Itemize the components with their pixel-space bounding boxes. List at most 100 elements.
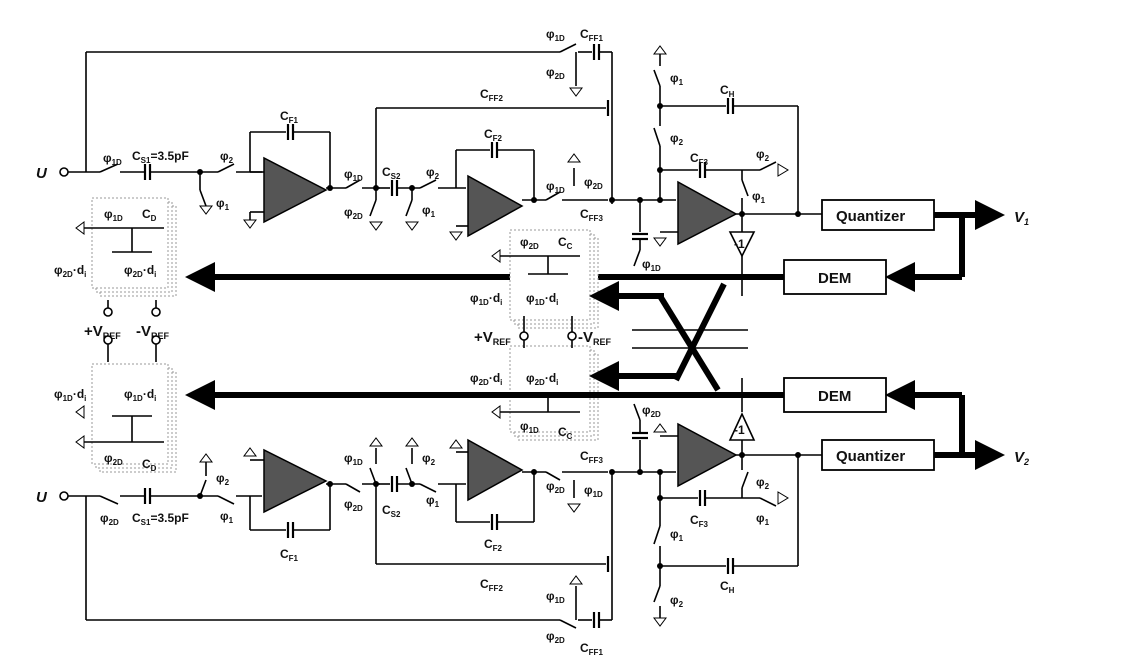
input-label-bottom: U <box>36 489 48 506</box>
cross-coupling <box>589 281 748 392</box>
cff3-label-top: CFF3 <box>580 207 603 223</box>
cd-label-bottom: CD <box>142 457 157 473</box>
dem-top <box>783 259 887 295</box>
ch-label-top: CH <box>720 83 735 99</box>
quantizer-bottom-label: Quantizer <box>836 448 905 465</box>
cff3-label-bottom: CFF3 <box>580 449 603 465</box>
svg-text:φ2: φ2 <box>756 475 770 491</box>
svg-text:φ1D·di: φ1D·di <box>54 387 86 403</box>
dac-left-bottom: φ1D·di φ1D·di φ2D CD <box>54 335 177 473</box>
quantizer-top-label: Quantizer <box>836 208 905 225</box>
cs2-label-bottom: CS2 <box>382 503 401 519</box>
svg-text:φ1: φ1 <box>670 71 684 87</box>
quantizer-bottom <box>821 439 935 471</box>
cs1-label-top: CS1=3.5pF <box>132 149 189 165</box>
svg-text:φ1D: φ1D <box>520 419 539 435</box>
cs1-label-bottom: CS1=3.5pF <box>132 511 189 527</box>
svg-text:φ2D: φ2D <box>546 629 565 645</box>
svg-text:φ1D: φ1D <box>546 179 565 195</box>
svg-text:φ2: φ2 <box>670 131 684 147</box>
svg-text:φ1: φ1 <box>670 527 684 543</box>
integrator-3-top <box>677 180 738 246</box>
input-terminal-top <box>59 167 69 177</box>
svg-text:-1: -1 <box>734 237 745 251</box>
svg-text:φ2: φ2 <box>756 147 770 163</box>
svg-text:φ1D·di: φ1D·di <box>470 291 502 307</box>
svg-text:φ1D·di: φ1D·di <box>124 387 156 403</box>
cf2-label-bottom: CF2 <box>484 537 503 553</box>
svg-text:φ1D: φ1D <box>104 207 123 223</box>
cc-label-top: CC <box>558 235 573 251</box>
svg-text:φ1D: φ1D <box>103 151 122 167</box>
cf3-label-top: CF3 <box>690 151 709 167</box>
svg-text:φ1: φ1 <box>422 203 436 219</box>
output-label-top: V1 <box>1014 209 1029 227</box>
svg-text:-1: -1 <box>734 423 745 437</box>
dac-center-bottom: φ2D·di φ2D·di φ1D CC <box>470 340 599 441</box>
svg-text:φ2D: φ2D <box>100 511 119 527</box>
integrator-2-bottom <box>467 438 524 502</box>
bottom-path: DEM Quantizer V2 -1 U φ2D CS1=3.5pF φ2 <box>36 256 1029 657</box>
svg-text:φ2D: φ2D <box>520 235 539 251</box>
cf3-label-bottom: CF3 <box>690 513 709 529</box>
cc-label-bottom: CC <box>558 425 573 441</box>
vref-neg-center: -VREF <box>578 329 612 347</box>
vref-pos-center: +VREF <box>474 329 511 347</box>
inverter-top <box>728 231 756 258</box>
cff2-label-bottom: CFF2 <box>480 577 503 593</box>
svg-text:φ1: φ1 <box>220 509 234 525</box>
svg-text:φ2D·di: φ2D·di <box>124 263 156 279</box>
svg-text:φ1D: φ1D <box>344 167 363 183</box>
cd-label-top: CD <box>142 207 157 223</box>
integrator-1-top <box>263 156 328 224</box>
integrator-1-bottom <box>263 448 328 514</box>
cf2-label-top: CF2 <box>484 127 503 143</box>
input-terminal-bottom <box>59 491 69 501</box>
cf1-label-bottom: CF1 <box>280 547 299 563</box>
svg-text:φ2D: φ2D <box>546 479 565 495</box>
cff1-label-bottom: CFF1 <box>580 641 603 657</box>
svg-text:φ1: φ1 <box>756 511 770 527</box>
cs2-label-top: CS2 <box>382 165 401 181</box>
svg-text:φ1D·di: φ1D·di <box>526 291 558 307</box>
svg-text:φ2D: φ2D <box>546 65 565 81</box>
top-path: U φ1D CS1=3.5pF φ1 φ2 CF1 <box>36 27 1029 295</box>
dem-bottom-label: DEM <box>818 388 851 405</box>
svg-text:φ1D: φ1D <box>344 451 363 467</box>
input-label-top: U <box>36 165 48 182</box>
svg-text:φ2D·di: φ2D·di <box>526 371 558 387</box>
svg-text:φ2D: φ2D <box>642 403 661 419</box>
integrator-3-bottom <box>677 422 738 488</box>
svg-text:φ1D: φ1D <box>642 257 661 273</box>
vref-neg-left: -VREF <box>136 323 170 341</box>
output-label-bottom: V2 <box>1014 449 1029 467</box>
svg-text:φ2: φ2 <box>220 149 234 165</box>
integrator-2-top <box>467 174 524 238</box>
dac-center-top: φ2D CC φ1D·di φ1D·di <box>470 229 599 341</box>
dem-bottom <box>783 377 887 413</box>
svg-text:φ2D·di: φ2D·di <box>54 263 86 279</box>
svg-text:φ2: φ2 <box>426 165 440 181</box>
svg-text:φ1D: φ1D <box>546 27 565 43</box>
svg-text:φ1D: φ1D <box>584 483 603 499</box>
ch-label-bottom: CH <box>720 579 735 595</box>
cf1-label-top: CF1 <box>280 109 299 125</box>
svg-text:φ2: φ2 <box>670 593 684 609</box>
svg-text:φ1: φ1 <box>426 493 440 509</box>
svg-text:φ2D·di: φ2D·di <box>470 371 502 387</box>
svg-text:φ2D: φ2D <box>584 175 603 191</box>
svg-text:φ2D: φ2D <box>344 205 363 221</box>
svg-text:φ2: φ2 <box>422 451 436 467</box>
cff1-label-top: CFF1 <box>580 27 603 43</box>
svg-text:φ2D: φ2D <box>104 451 123 467</box>
svg-text:φ2D: φ2D <box>344 497 363 513</box>
cff2-label-top: CFF2 <box>480 87 503 103</box>
svg-text:φ1D: φ1D <box>546 589 565 605</box>
svg-text:φ1: φ1 <box>752 189 766 205</box>
svg-text:φ1: φ1 <box>216 196 230 212</box>
dac-left-top: φ1D CD φ2D·di φ2D·di <box>54 197 177 317</box>
svg-text:φ2: φ2 <box>216 471 230 487</box>
dem-top-label: DEM <box>818 270 851 287</box>
vref-pos-left: +VREF <box>84 323 121 341</box>
